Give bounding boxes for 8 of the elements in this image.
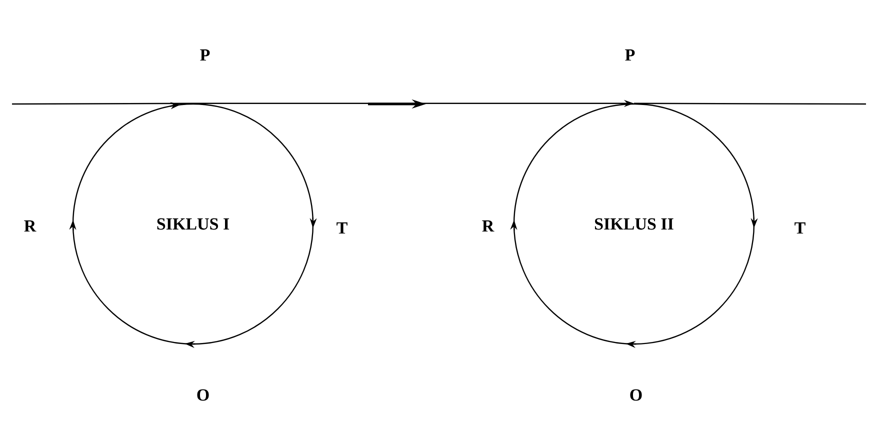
stage-letter: O [197,389,209,401]
stage-letter: R [482,220,494,232]
stage-letter: T [794,222,806,234]
stage-letter: O [630,389,642,401]
stage-letter: P [200,49,210,61]
stage-letter: R [24,220,36,232]
stage-letter: P [625,49,635,61]
stage-letter: T [336,222,348,234]
